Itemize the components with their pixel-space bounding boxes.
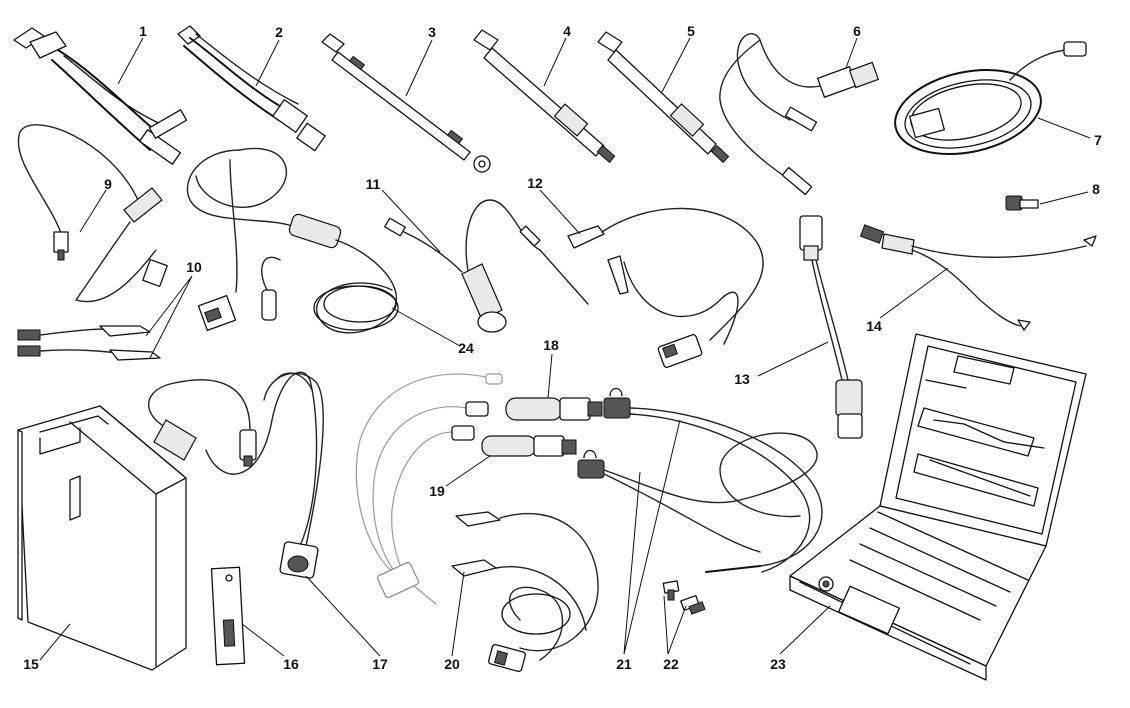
part-11-probe-lead	[384, 199, 589, 333]
part-13-connector-lead	[799, 215, 863, 439]
part-17-diagnostic-cable	[147, 371, 324, 579]
part-4-probe-rod	[473, 29, 616, 163]
callout-12: 12	[527, 175, 543, 191]
callout-24: 24	[458, 340, 474, 356]
part-6-connector-lead	[719, 33, 880, 196]
callout-23: 23	[770, 656, 786, 672]
callout-11: 11	[366, 176, 381, 192]
callout-labels: 1 2 3 4 5 6 7 8 9 10 11 12 13 14 15 16 1…	[23, 23, 1102, 672]
part-5-probe-rod	[597, 31, 730, 164]
callout-17: 17	[372, 656, 388, 672]
leader-lines	[39, 37, 1091, 661]
part-8-bolt	[1005, 195, 1039, 211]
part-22-pin-terminals	[662, 580, 706, 615]
callout-18: 18	[543, 337, 559, 353]
callout-5: 5	[687, 23, 695, 39]
callout-9: 9	[104, 176, 112, 192]
part-10-clip-leads	[17, 325, 161, 361]
part-15-carrying-case	[17, 405, 187, 671]
callout-22: 22	[663, 656, 679, 672]
part-7-coiled-cable	[894, 41, 1087, 156]
callout-8: 8	[1092, 181, 1100, 197]
part-9-sensor-lead	[17, 124, 168, 303]
callout-16: 16	[283, 656, 299, 672]
part-16-label-tag	[210, 566, 246, 666]
part-1-adapter-harness	[13, 27, 188, 165]
callout-4: 4	[563, 23, 571, 39]
part-20-alligator-leads	[451, 511, 599, 673]
callout-6: 6	[853, 23, 861, 39]
part-18-19-probe-assembly	[355, 373, 603, 605]
callout-21: 21	[616, 656, 632, 672]
part-23-tool-case	[789, 333, 1087, 681]
part-21-extension-leads	[577, 387, 823, 573]
part-2-adapter-harness	[177, 25, 326, 152]
callout-15: 15	[23, 656, 39, 672]
callout-10: 10	[186, 259, 202, 275]
callout-13: 13	[734, 371, 750, 387]
part-14-ring-leads	[859, 224, 1097, 331]
callout-1: 1	[139, 23, 147, 39]
callout-20: 20	[444, 656, 460, 672]
part-3-probe-rod	[321, 33, 491, 173]
callout-14: 14	[866, 318, 882, 334]
part-12-alligator-leads	[567, 207, 764, 368]
callout-3: 3	[428, 24, 436, 40]
callout-19: 19	[429, 483, 445, 499]
callout-7: 7	[1094, 132, 1102, 148]
callout-2: 2	[275, 24, 283, 40]
part-24-fused-cable	[186, 147, 399, 334]
